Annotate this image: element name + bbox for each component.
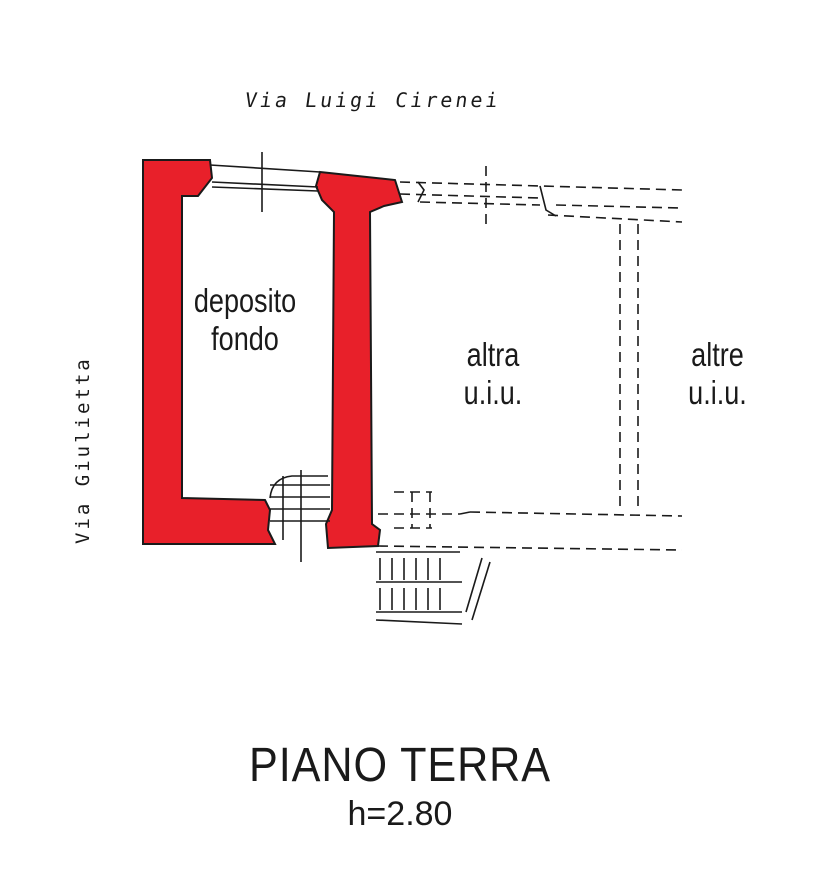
room-label-deposito-line1: deposito bbox=[193, 282, 297, 319]
street-label-left: Via Giulietta bbox=[72, 356, 94, 544]
room-label-altra-line2: u.i.u. bbox=[463, 374, 523, 411]
room-label-altre-line1: altre bbox=[691, 336, 744, 373]
neighbour-unit-lines bbox=[377, 166, 683, 551]
room-label-altra-line1: altra bbox=[466, 336, 520, 373]
deposito-left-wall bbox=[142, 159, 277, 545]
facade-lines bbox=[181, 152, 321, 496]
street-label-top: Via Luigi Cirenei bbox=[243, 88, 503, 112]
room-label-altra: altra u.i.u. bbox=[440, 336, 547, 412]
room-label-deposito-line2: fondo bbox=[211, 320, 279, 357]
room-label-altre-line2: u.i.u. bbox=[688, 374, 747, 411]
floor-title: PIANO TERRA bbox=[249, 739, 551, 792]
room-label-deposito: deposito fondo bbox=[184, 282, 307, 358]
floor-height: h=2.80 bbox=[347, 795, 453, 833]
deposito-right-wall bbox=[314, 170, 404, 550]
external-steps bbox=[375, 551, 491, 625]
room-label-altre: altre u.i.u. bbox=[662, 336, 773, 412]
neighbour-unit-solid bbox=[417, 181, 557, 515]
deposito-staircase bbox=[269, 470, 330, 562]
